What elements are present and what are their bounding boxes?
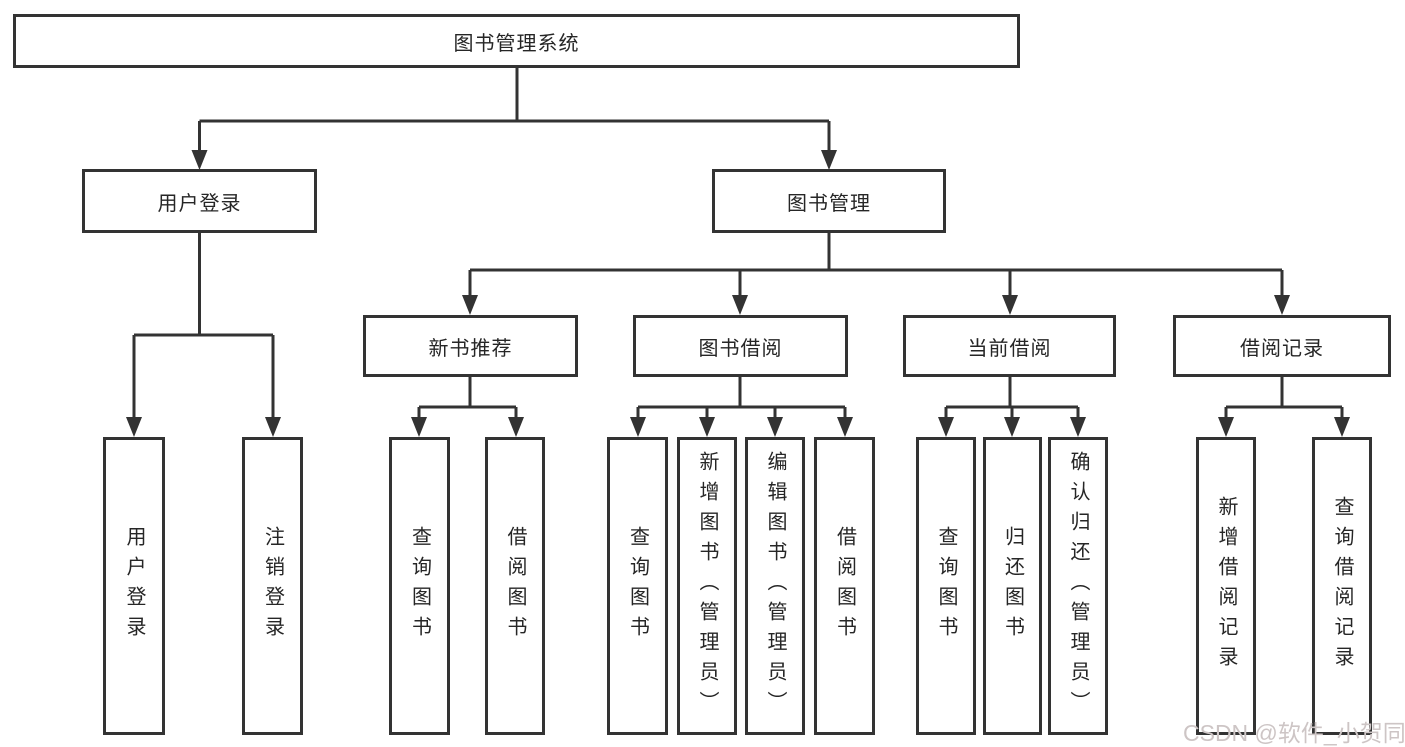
leaf-br-query-record: 查询借阅记录: [1312, 437, 1372, 735]
leaf-br-query-record-label: 查询借阅记录: [1331, 496, 1353, 676]
leaf-cb-return-books: 归还图书: [983, 437, 1042, 735]
leaf-logout: 注销登录: [242, 437, 303, 735]
node-current-borrow-label: 当前借阅: [967, 337, 1052, 360]
node-user-login: 用户登录: [82, 169, 317, 233]
leaf-logout-label: 注销登录: [261, 526, 284, 646]
leaf-bb-edit-books-admin-label: 编辑图书（管理员）: [764, 451, 786, 721]
leaf-bb-borrow-books-label: 借阅图书: [833, 526, 856, 646]
leaf-bb-query-books: 查询图书: [607, 437, 668, 735]
node-book-management-label: 图书管理: [787, 192, 871, 215]
leaf-br-add-record: 新增借阅记录: [1196, 437, 1256, 735]
leaf-cb-return-books-label: 归还图书: [1001, 526, 1024, 646]
node-new-book-recommend: 新书推荐: [363, 315, 578, 377]
node-borrow-records: 借阅记录: [1173, 315, 1391, 377]
leaf-user-login-label: 用户登录: [123, 526, 145, 646]
node-root: 图书管理系统: [13, 14, 1020, 68]
node-new-book-recommend-label: 新书推荐: [428, 337, 513, 360]
watermark: CSDN @软件_小贺同学: [1183, 720, 1405, 746]
node-book-borrow-label: 图书借阅: [698, 337, 783, 360]
leaf-user-login: 用户登录: [103, 437, 165, 735]
leaf-bb-add-books-admin: 新增图书（管理员）: [677, 437, 737, 735]
leaf-cb-query-books-label: 查询图书: [935, 526, 957, 646]
leaf-nbr-query-books: 查询图书: [389, 437, 450, 735]
leaf-cb-confirm-return-admin: 确认归还（管理员）: [1048, 437, 1108, 735]
node-borrow-records-label: 借阅记录: [1240, 337, 1324, 360]
leaf-bb-borrow-books: 借阅图书: [814, 437, 875, 735]
leaf-cb-confirm-return-admin-label: 确认归还（管理员）: [1067, 451, 1089, 721]
leaf-br-add-record-label: 新增借阅记录: [1215, 496, 1237, 676]
leaf-bb-edit-books-admin: 编辑图书（管理员）: [745, 437, 805, 735]
leaf-bb-query-books-label: 查询图书: [626, 526, 649, 646]
node-current-borrow: 当前借阅: [903, 315, 1116, 377]
leaf-nbr-borrow-books-label: 借阅图书: [504, 526, 526, 646]
leaf-nbr-borrow-books: 借阅图书: [485, 437, 545, 735]
leaf-cb-query-books: 查询图书: [916, 437, 976, 735]
node-book-management: 图书管理: [712, 169, 946, 233]
leaf-nbr-query-books-label: 查询图书: [408, 526, 431, 646]
node-book-borrow: 图书借阅: [633, 315, 848, 377]
node-user-login-label: 用户登录: [157, 192, 242, 215]
leaf-bb-add-books-admin-label: 新增图书（管理员）: [696, 451, 718, 721]
node-root-label: 图书管理系统: [453, 32, 580, 55]
